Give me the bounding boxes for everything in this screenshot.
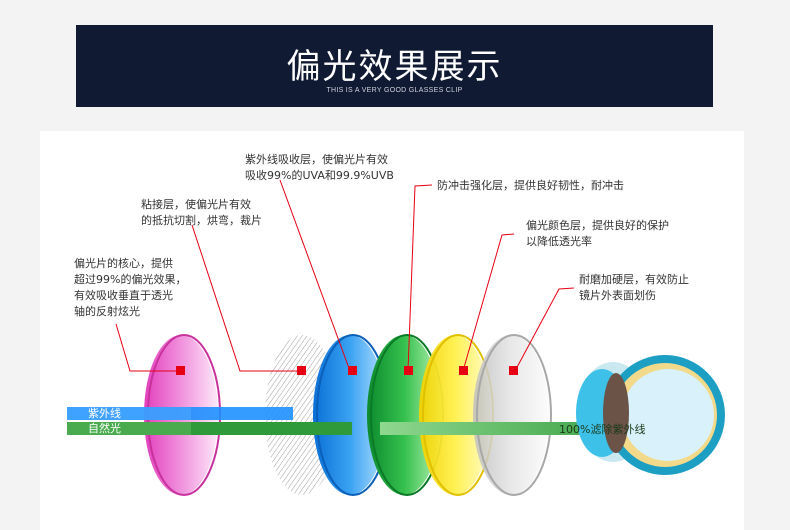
- adhesive-layer-note: 粘接层，使偏光片有效 的抵抗切割，烘弯，裁片: [141, 198, 262, 227]
- leader-markers: [176, 366, 518, 375]
- hard-coat-note: 耐磨加硬层，有效防止 镜片外表面划伤: [579, 273, 689, 302]
- leader-lines: [115, 179, 575, 372]
- page-subtitle: THIS IS A VERY GOOD GLASSES CLIP: [326, 87, 463, 94]
- uv-layer-note: 紫外线吸收层，使偏光片有效 吸收99%的UVA和99.9%UVB: [245, 153, 394, 182]
- core-layer-note: 偏光片的核心，提供 超过99%的偏光效果， 有效吸收垂直于透光 轴的反射炫光: [74, 257, 187, 318]
- filter-label: 100%滤除紫外线: [559, 422, 645, 436]
- color-layer-note: 偏光颜色层，提供良好的保护 以降低透光率: [526, 219, 669, 248]
- hard-coat-lens: [473, 334, 552, 496]
- natural-beam-label: 自然光: [88, 421, 121, 435]
- page-title: 偏光效果展示: [286, 47, 503, 87]
- uv-beam-label: 紫外线: [88, 406, 121, 420]
- eye-icon: [576, 355, 725, 475]
- lens-layers-diagram: 紫外线 自然光 100%滤除紫外线: [67, 179, 725, 496]
- impact-layer-note: 防冲击强化层，提供良好韧性，耐冲击: [437, 179, 624, 192]
- diagram-card: 紫外线 自然光 100%滤除紫外线 紫外线吸收层，使偏光片有效 吸收99%的UV…: [40, 131, 744, 530]
- header-banner: 偏光效果展示 THIS IS A VERY GOOD GLASSES CLIP: [76, 25, 713, 107]
